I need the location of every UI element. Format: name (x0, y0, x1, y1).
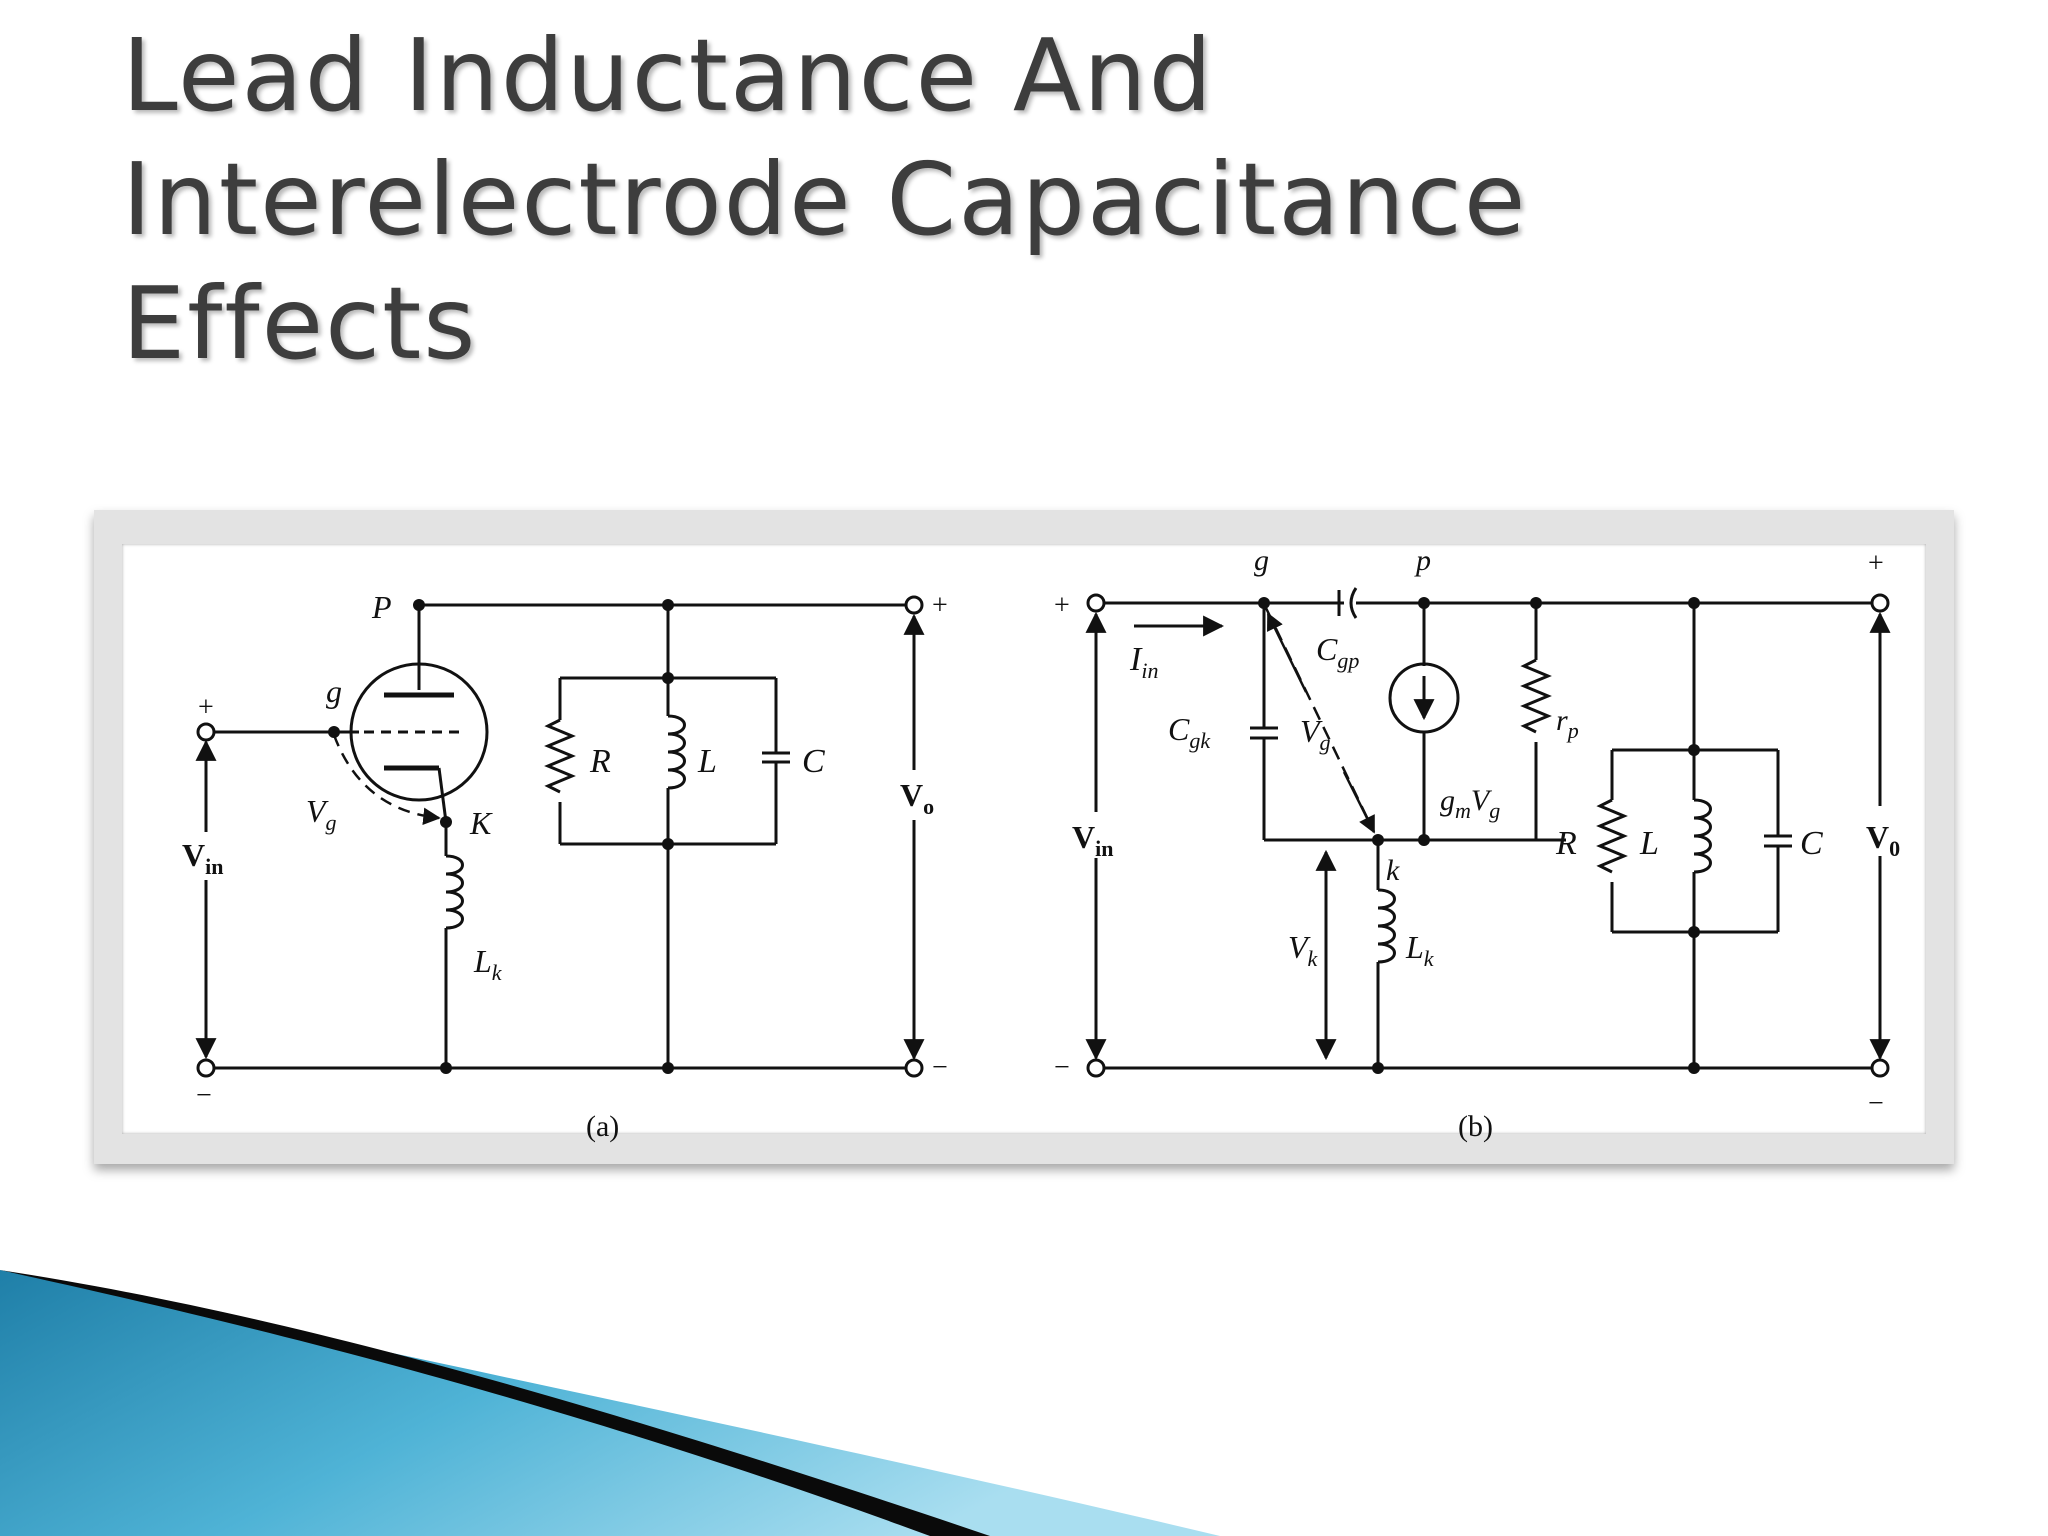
label-l-a: L (697, 743, 717, 780)
lk-inductor-a (445, 854, 464, 930)
label-vo-b: V0 (1866, 819, 1900, 861)
label-vk-b: Vk (1288, 929, 1319, 971)
circuit-diagrams: P g K Vg Lk Vin Vo R L C + − + − (a) (182, 544, 1900, 1143)
minus-in-b: − (1054, 1052, 1070, 1083)
label-lk-b: Lk (1405, 929, 1435, 971)
inductor-l-a (667, 714, 686, 790)
label-p-b: p (1414, 544, 1431, 577)
minus-in-a: − (196, 1080, 212, 1111)
label-l-b: L (1639, 825, 1659, 862)
diagram-b (1085, 587, 1891, 1078)
label-g-a: g (326, 673, 342, 709)
inductor-l-b (1693, 798, 1712, 874)
corner-swoosh-decoration (0, 1270, 1220, 1536)
title-line-3: Effects (122, 265, 478, 382)
vacuum-tube (349, 662, 489, 802)
label-cgp-b: Cgp (1316, 631, 1359, 673)
label-p-a: P (371, 589, 392, 625)
resistor-rp (1520, 658, 1552, 734)
diagram-mat (122, 544, 1926, 1134)
title-line-1: Lead Inductance And (122, 17, 1215, 134)
label-k-b: k (1386, 854, 1400, 887)
plus-out-a: + (932, 590, 948, 621)
junctions-b (1258, 597, 1700, 1074)
junctions-a (328, 599, 674, 1074)
label-r-b: R (1555, 825, 1577, 862)
label-lk-a: Lk (473, 943, 503, 985)
label-iin-b: Iin (1129, 641, 1158, 683)
title-line-2: Interelectrode Capacitance (122, 141, 1528, 258)
label-c-b: C (1800, 825, 1823, 862)
plus-in-a: + (198, 692, 214, 723)
minus-out-b: − (1868, 1088, 1884, 1119)
label-vg-b: Vg (1300, 713, 1331, 755)
label-k-a: K (469, 805, 493, 841)
picture-frame: P g K Vg Lk Vin Vo R L C + − + − (a) (94, 510, 1954, 1164)
label-rp-b: rp (1556, 704, 1579, 743)
resistor-r-a (544, 718, 576, 794)
label-gmvg-b: gmVg (1440, 784, 1500, 823)
lk-inductor-b (1377, 888, 1396, 964)
plus-out-b: + (1868, 548, 1884, 579)
minus-out-a: − (932, 1052, 948, 1083)
caption-a: (a) (586, 1110, 619, 1143)
resistor-r-b (1596, 798, 1628, 874)
plus-in-b: + (1054, 590, 1070, 621)
diagram-a (195, 595, 925, 1078)
slide-title: Lead Inductance And Interelectrode Capac… (122, 14, 1822, 386)
label-vin-b: Vin (1072, 819, 1113, 861)
label-vin-a: Vin (182, 837, 223, 879)
label-vg-a: Vg (306, 793, 337, 835)
label-r-a: R (589, 743, 611, 780)
caption-b: (b) (1458, 1110, 1493, 1143)
label-c-a: C (802, 743, 825, 780)
label-cgk-b: Cgk (1168, 711, 1211, 753)
label-vo-a: Vo (900, 777, 934, 819)
label-g-b: g (1254, 544, 1269, 577)
